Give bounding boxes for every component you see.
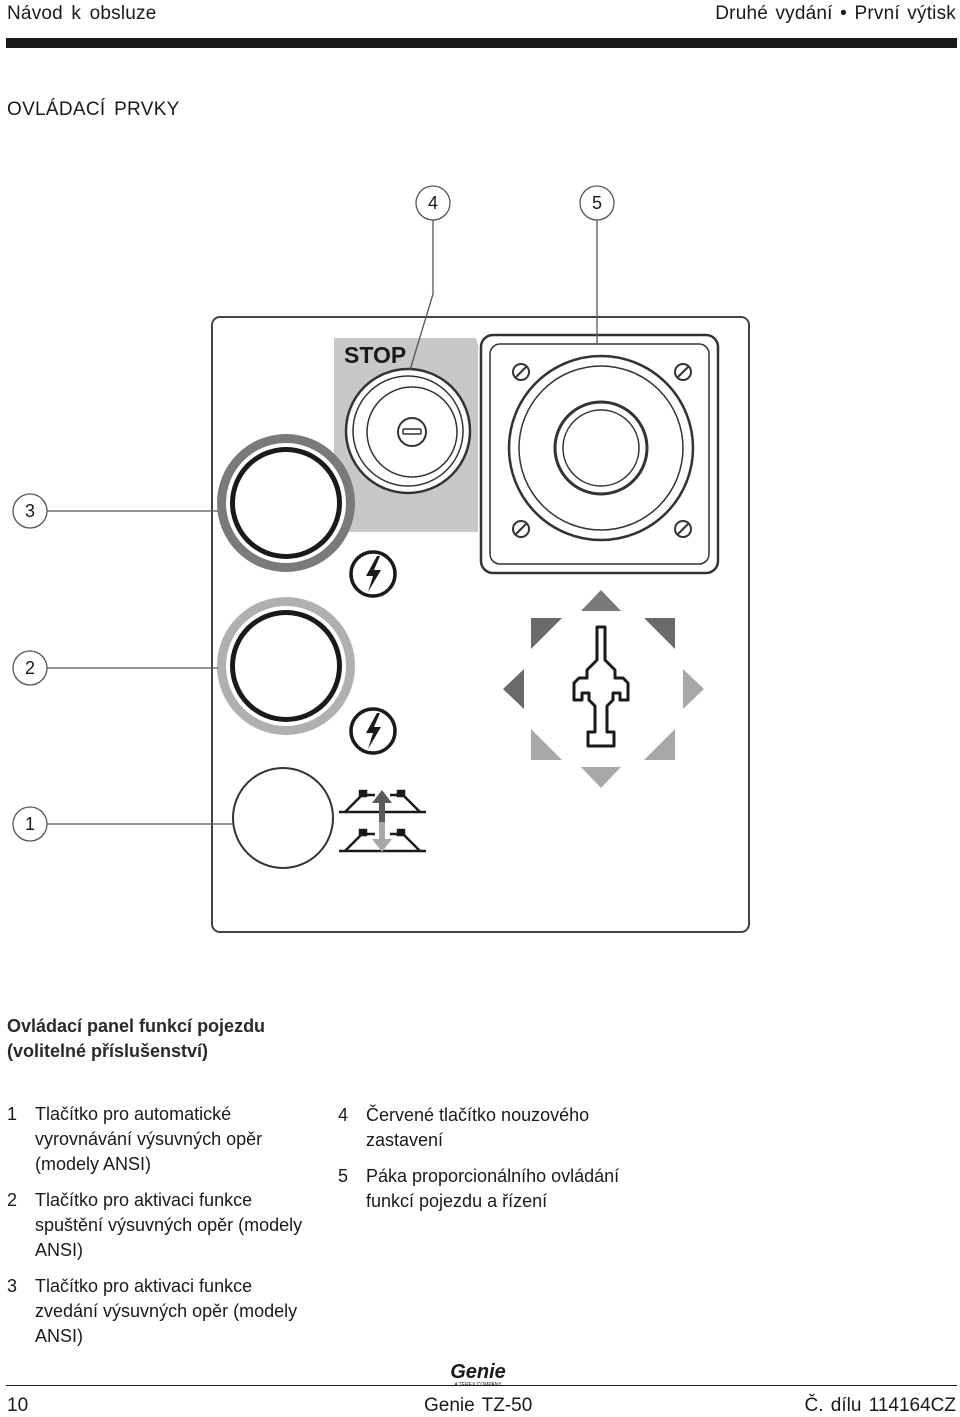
direction-arrows-icon bbox=[503, 590, 704, 788]
legend-text: Tlačítko pro aktivaci funkce spuštění vý… bbox=[35, 1190, 303, 1260]
svg-text:5: 5 bbox=[592, 193, 602, 213]
svg-text:2: 2 bbox=[25, 658, 35, 678]
legend-item: 4 Červené tlačítko nouzového zastavení bbox=[338, 1103, 668, 1153]
callout-1: 1 bbox=[12, 806, 48, 842]
callout-2: 2 bbox=[12, 650, 48, 686]
lightning-icon bbox=[349, 707, 397, 755]
auto-level-button bbox=[232, 767, 334, 869]
legend-right: 4 Červené tlačítko nouzového zastavení 5… bbox=[338, 1103, 668, 1225]
legend-number: 2 bbox=[7, 1190, 18, 1210]
page-number: 10 bbox=[7, 1395, 29, 1416]
joystick-icon bbox=[572, 625, 630, 748]
arrow-right-icon bbox=[683, 669, 704, 709]
joystick-plate bbox=[479, 333, 720, 575]
legend-number: 3 bbox=[7, 1276, 18, 1296]
legend-item: 5 Páka proporcionálního ovládání funkcí … bbox=[338, 1164, 668, 1214]
outrigger-lower-button bbox=[217, 597, 355, 735]
header-manual-title: Návod k obsluze bbox=[7, 3, 157, 24]
figure-caption: Ovládací panel funkcí pojezdu (volitelné… bbox=[7, 1016, 266, 1061]
legend-item: 2 Tlačítko pro aktivaci funkce spuštění … bbox=[7, 1188, 307, 1263]
screw-icon bbox=[512, 363, 692, 538]
legend-number: 1 bbox=[7, 1104, 18, 1124]
legend-item: 3 Tlačítko pro aktivaci funkce zvedání v… bbox=[7, 1274, 307, 1349]
svg-text:1: 1 bbox=[25, 814, 35, 834]
stop-label: STOP bbox=[344, 342, 406, 368]
arrow-up-icon bbox=[581, 590, 621, 611]
legend-number: 4 bbox=[338, 1105, 349, 1125]
svg-text:Genie: Genie bbox=[450, 1361, 506, 1383]
callout-3: 3 bbox=[12, 493, 48, 529]
control-panel-figure: STOP bbox=[12, 185, 750, 933]
legend-text: Páka proporcionálního ovládání funkcí po… bbox=[366, 1166, 620, 1211]
legend-text: Tlačítko pro aktivaci funkce zvedání výs… bbox=[35, 1276, 298, 1346]
svg-text:3: 3 bbox=[25, 501, 35, 521]
header-rule bbox=[6, 38, 957, 48]
legend-text: Tlačítko pro automatické vyrovnávání výs… bbox=[35, 1104, 263, 1174]
genie-logo: Genie A TEREX COMPANY bbox=[450, 1361, 506, 1388]
legend-left: 1 Tlačítko pro automatické vyrovnávání v… bbox=[7, 1102, 307, 1360]
emergency-stop-button bbox=[344, 367, 472, 495]
arrow-left-icon bbox=[503, 669, 524, 709]
arrow-downleft-icon bbox=[531, 729, 562, 760]
section-title: OVLÁDACÍ PRVKY bbox=[7, 99, 180, 120]
up-down-arrow-icon bbox=[372, 790, 392, 852]
arrow-upleft-icon bbox=[531, 618, 562, 649]
legend-number: 5 bbox=[338, 1166, 349, 1186]
footer-part-number: Č. dílu 114164CZ bbox=[804, 1395, 956, 1416]
legend-item: 1 Tlačítko pro automatické vyrovnávání v… bbox=[7, 1102, 307, 1177]
lightning-icon bbox=[349, 550, 397, 598]
svg-text:4: 4 bbox=[428, 193, 438, 213]
arrow-upright-icon bbox=[644, 618, 675, 649]
callout-5: 5 bbox=[579, 185, 615, 221]
footer-rule bbox=[6, 1385, 957, 1386]
outrigger-raise-button bbox=[217, 434, 355, 572]
arrow-down-icon bbox=[581, 767, 621, 788]
arrow-downright-icon bbox=[644, 729, 675, 760]
header-edition: Druhé vydání • První výtisk bbox=[715, 3, 956, 24]
callout-4: 4 bbox=[415, 185, 451, 221]
legend-text: Červené tlačítko nouzového zastavení bbox=[366, 1105, 590, 1150]
footer-model: Genie TZ-50 bbox=[424, 1395, 533, 1416]
